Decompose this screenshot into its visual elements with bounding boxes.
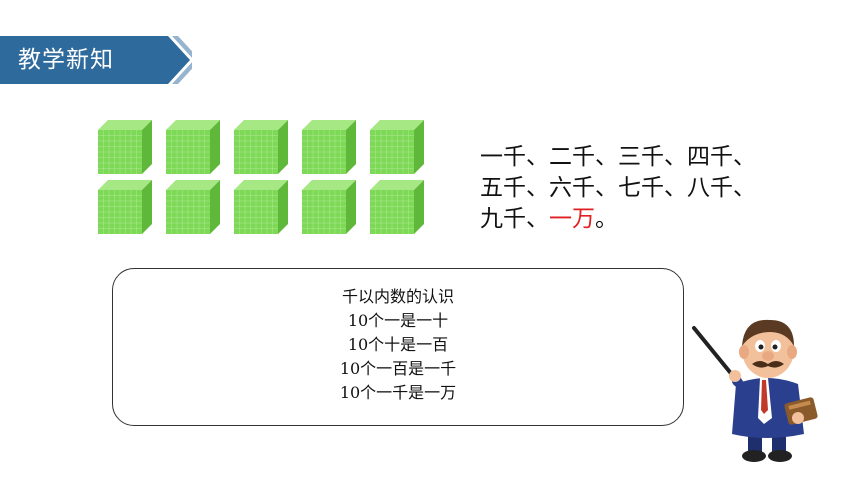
notes-lines: 千以内数的认识 10个一是一十 10个十是一百 10个一百是一千 10个一千是一… xyxy=(113,285,683,405)
thousand-cube xyxy=(98,120,152,174)
notes-line: 10个一是一十 xyxy=(347,311,449,330)
thousand-cube xyxy=(234,180,288,234)
counting-line: 一千、二千、三千、四千、 xyxy=(480,142,790,173)
counting-segment: 一千、二千、三千、四千、 xyxy=(480,144,756,170)
thousand-cube xyxy=(166,180,220,234)
thousand-cubes-grid xyxy=(96,118,436,238)
notes-line: 10个十是一百 xyxy=(347,335,449,354)
thousand-cube xyxy=(98,180,152,234)
counting-line: 五千、六千、七千、八千、 xyxy=(480,173,790,204)
thousand-cube xyxy=(370,180,424,234)
teacher-illustration xyxy=(686,306,846,466)
counting-segment: 。 xyxy=(595,206,618,232)
section-banner: 教学新知 xyxy=(0,36,192,84)
counting-text: 一千、二千、三千、四千、五千、六千、七千、八千、九千、一万。 xyxy=(480,142,790,235)
thousand-cube xyxy=(302,120,356,174)
thousand-cube xyxy=(302,180,356,234)
banner-title: 教学新知 xyxy=(18,47,114,73)
counting-line: 九千、一万。 xyxy=(480,204,790,235)
notes-line: 千以内数的认识 xyxy=(341,287,454,306)
notes-box: 千以内数的认识 10个一是一十 10个十是一百 10个一百是一千 10个一千是一… xyxy=(112,268,684,426)
notes-line: 10个一百是一千 xyxy=(339,359,457,378)
highlight-ten-thousand: 一万 xyxy=(549,206,595,232)
thousand-cube xyxy=(166,120,220,174)
counting-segment: 九千、 xyxy=(480,206,549,232)
cubes-illustration xyxy=(98,120,424,234)
banner-shape xyxy=(0,36,192,84)
thousand-cube xyxy=(234,120,288,174)
thousand-cube xyxy=(370,120,424,174)
notes-line: 10个一千是一万 xyxy=(339,383,457,402)
teacher-icon xyxy=(692,319,818,462)
counting-segment: 五千、六千、七千、八千、 xyxy=(480,175,756,201)
